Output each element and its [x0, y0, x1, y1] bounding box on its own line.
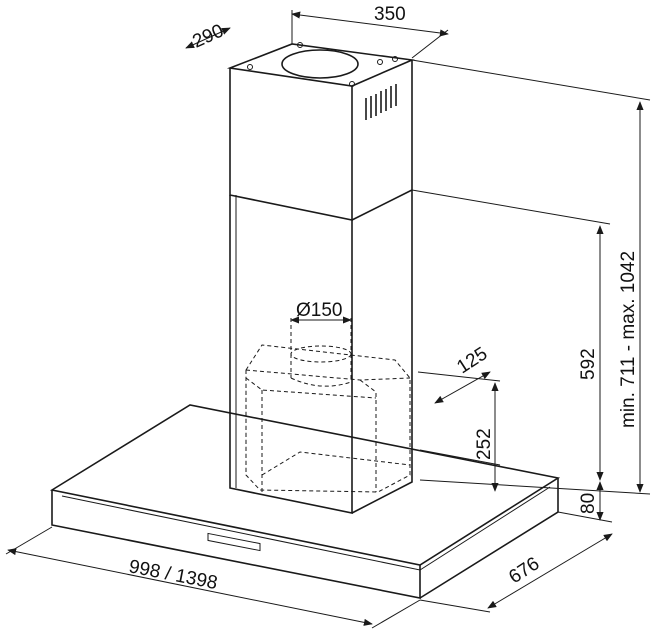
label-chimney-depth: 290: [189, 20, 227, 52]
dimension-labels: 290 350 Ø150 125 252 592 min. 711 - max.…: [127, 4, 639, 594]
label-upper-chimney: 592: [578, 348, 599, 380]
label-canopy-depth: 676: [505, 553, 543, 588]
duct-opening: [281, 49, 359, 79]
label-duct-diameter: Ø150: [296, 300, 342, 321]
hidden-interior: [245, 318, 411, 493]
label-canopy-thickness: 80: [578, 493, 599, 514]
dimension-lines: [5, 10, 651, 629]
chimney: [226, 42, 415, 514]
label-filter-height: 252: [474, 428, 495, 460]
control-panel: [207, 532, 261, 552]
label-canopy-width: 998 / 1398: [127, 556, 219, 594]
label-outlet-offset: 125: [453, 343, 491, 378]
vent-slots: [365, 84, 397, 120]
label-total-height: min. 711 - max. 1042: [618, 251, 639, 428]
label-chimney-width: 350: [374, 4, 406, 25]
